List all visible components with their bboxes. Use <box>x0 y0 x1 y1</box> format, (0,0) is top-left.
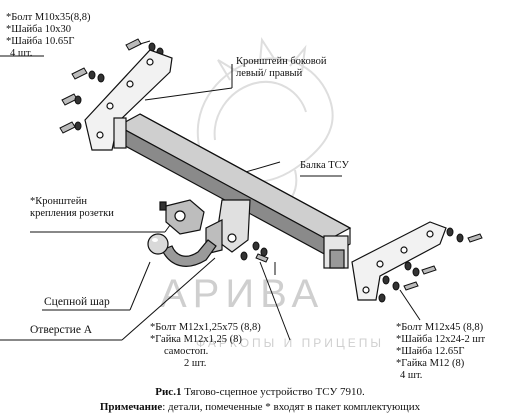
label-bottom-right-fasteners: *Болт M12x45 (8,8) *Шайба 12x24-2 шт *Ша… <box>396 322 485 382</box>
caption-prefix: Рис. <box>155 386 176 398</box>
label-line: *Болт M10x35(8,8) <box>6 12 91 23</box>
note-prefix: Примечание <box>99 401 163 413</box>
middle-bolts <box>240 241 269 263</box>
label-line: 4 шт. <box>10 48 33 59</box>
label-line: *Гайка M12x1,25 (8) <box>150 334 242 345</box>
label-line: *Шайба 10.65Г <box>6 36 75 47</box>
label-socket-bracket: *Кронштейн крепления розетки <box>30 196 114 220</box>
label-beam: Балка ТСУ <box>300 160 349 171</box>
socket-bracket <box>159 199 205 235</box>
note-text: : детали, помеченные * входят в пакет ко… <box>162 401 421 413</box>
label-line: Кронштейн боковой <box>236 56 327 67</box>
right-side-bracket <box>351 221 447 301</box>
figure-note: Примечание: детали, помеченные * входят … <box>0 401 520 413</box>
watermark-subtitle: ФАРКОПЫ И ПРИЦЕПЫ <box>196 336 384 350</box>
label-line: *Болт M12x45 (8,8) <box>396 322 484 333</box>
tow-ball <box>147 233 217 267</box>
label-top-left-fasteners: *Болт M10x35(8,8) *Шайба 10x30 *Шайба 10… <box>6 12 91 60</box>
label-line: 2 шт. <box>184 358 207 369</box>
label-line: *Шайба 12.65Г <box>396 346 465 357</box>
caption-number: 1 <box>175 386 182 398</box>
label-line: *Шайба 10x30 <box>6 24 71 35</box>
left-side-bracket <box>84 49 173 151</box>
label-line: *Гайка M12 (8) <box>396 358 465 369</box>
label-side-bracket: Кронштейн боковой левый/ правый <box>236 56 327 80</box>
label-line: 4 шт. <box>400 370 423 381</box>
hitch-mount <box>205 199 251 255</box>
label-line: левый/ правый <box>236 68 303 79</box>
label-line: *Шайба 12x24-2 шт <box>396 334 486 345</box>
tow-beam <box>113 113 352 269</box>
label-line: *Болт M12x1,25x75 (8,8) <box>150 322 261 333</box>
label-line: *Кронштейн <box>30 196 87 207</box>
label-bottom-middle-fasteners: *Болт M12x1,25x75 (8,8) *Гайка M12x1,25 … <box>150 322 261 370</box>
figure-caption: Рис.1 Тягово-сцепное устройство ТСУ 7910… <box>0 386 520 398</box>
caption-text: Тягово-сцепное устройство ТСУ 7910. <box>181 386 365 398</box>
label-tow-ball: Сцепной шар <box>44 296 110 308</box>
label-line: самостоп. <box>164 346 209 357</box>
top-left-bolts <box>59 38 164 134</box>
label-line: крепления розетки <box>30 208 114 219</box>
label-hole-a: Отверстие А <box>30 324 93 336</box>
watermark-logo-text: АРИВА <box>160 272 325 316</box>
right-bolts <box>378 227 483 303</box>
